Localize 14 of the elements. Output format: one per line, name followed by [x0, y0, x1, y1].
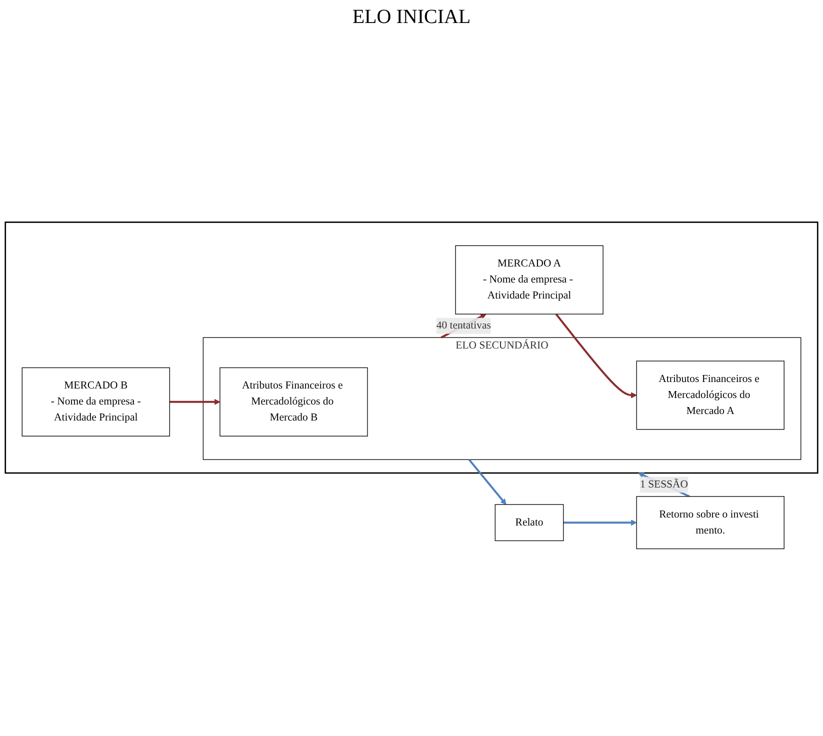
section-heading: ELO INICIAL [352, 6, 471, 28]
node-box: Relato [494, 504, 564, 542]
node-box: MERCADO A - Nome da empresa - Atividade Principal [455, 245, 604, 314]
arrow [170, 398, 220, 405]
cluster [4, 222, 818, 474]
edge-label: 40 tentativas [436, 320, 491, 332]
arrow [555, 313, 637, 398]
arrow [563, 520, 637, 526]
node-box: MERCADO B - Nome da empresa -Atividade Principal [22, 367, 170, 436]
edge-label: 1 SESSÃO [640, 478, 688, 490]
node-box: Atributos Financeiros e Mercadológicos do Mercado B [220, 367, 368, 436]
node-box: Retorno sobre o investi mento. [636, 496, 784, 550]
node-box: Atributos Financeiros e Mercadológicos do Mercado A [636, 360, 784, 430]
arrow [468, 458, 506, 505]
